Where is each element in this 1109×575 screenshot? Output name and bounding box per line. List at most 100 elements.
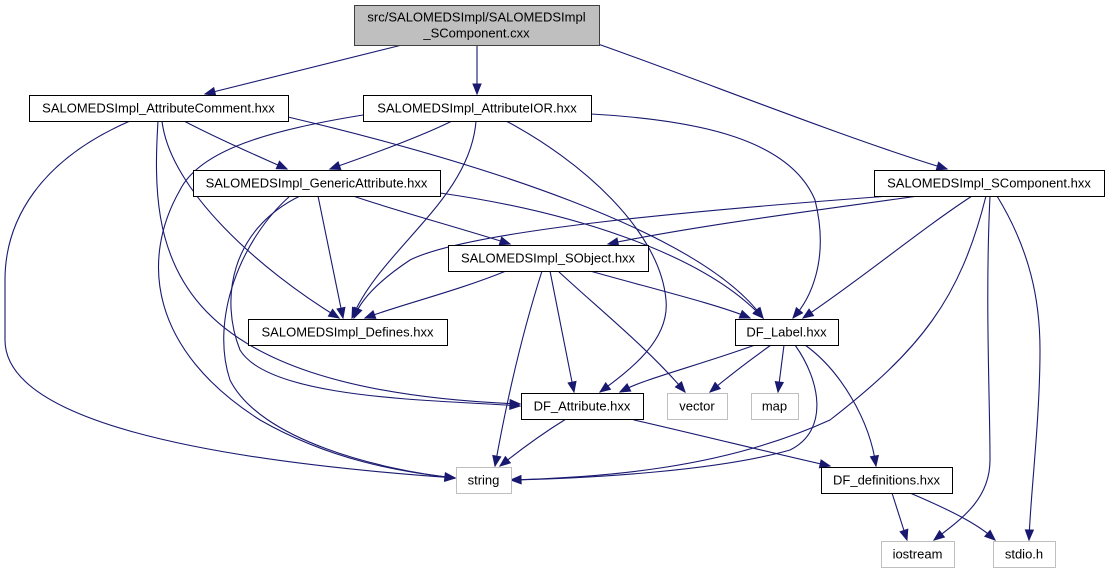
arrowhead-icon [935, 161, 949, 171]
edge-line [353, 195, 891, 319]
edge-line [510, 344, 818, 481]
edge-root-attrior [472, 45, 482, 96]
edge-scomponent-stdio [996, 195, 1041, 542]
arrowhead-icon [498, 455, 512, 467]
node-dfdefs[interactable]: DF_definitions.hxx [821, 467, 953, 494]
edge-line [352, 195, 511, 245]
edge-dfdefs-stdio [909, 492, 997, 541]
node-attrior[interactable]: SALOMEDSImpl_AttributeIOR.hxx [363, 95, 592, 122]
edge-line [996, 195, 1041, 541]
node-defines[interactable]: SALOMEDSImpl_Defines.hxx [248, 319, 448, 346]
node-box [363, 95, 592, 122]
arrowhead-icon [203, 86, 217, 97]
edge-sobject-defines [363, 270, 507, 319]
arrowhead-icon [353, 306, 363, 320]
node-vector[interactable]: vector [667, 393, 728, 420]
arrowhead-icon [792, 306, 804, 320]
arrowhead-icon [818, 459, 832, 469]
edge-line [223, 195, 456, 479]
arrowhead-icon [598, 381, 612, 393]
arrowhead-icon [983, 529, 997, 541]
node-box [881, 541, 955, 568]
edge-scomponent-defines [353, 195, 891, 320]
arrowhead-icon [492, 454, 502, 468]
edge-line [802, 195, 973, 319]
node-dfattr[interactable]: DF_Attribute.hxx [521, 393, 644, 420]
node-label: map [762, 399, 787, 414]
node-label: src/SALOMEDSImpl/SALOMEDSImpl [367, 10, 585, 25]
arrowhead-icon [899, 528, 909, 542]
edge-sobject-vector [557, 270, 686, 394]
node-string[interactable]: string [456, 467, 512, 494]
node-map[interactable]: map [751, 393, 799, 420]
arrowhead-icon [752, 307, 764, 319]
arrowhead-icon [801, 308, 815, 319]
arrowhead-icon [327, 308, 341, 319]
node-label: SALOMEDSImpl_Defines.hxx [262, 325, 434, 340]
node-label: stdio.h [1005, 547, 1043, 562]
node-root[interactable]: src/SALOMEDSImpl/SALOMEDSImpl_SComponent… [354, 5, 600, 46]
node-stdio[interactable]: stdio.h [993, 541, 1056, 568]
arrowhead-icon [444, 472, 457, 482]
node-attrcomment[interactable]: SALOMEDSImpl_AttributeComment.hxx [29, 95, 289, 122]
edge-dfattr-string [498, 418, 567, 467]
node-dflabel[interactable]: DF_Label.hxx [735, 319, 839, 346]
edge-line [329, 120, 453, 170]
edge-line [230, 195, 521, 407]
node-box [993, 541, 1056, 568]
edge-scomponent-dflabel [801, 195, 973, 319]
node-box [193, 170, 441, 197]
edge-dflabel-vector [708, 344, 772, 393]
edge-dfdefs-iostream [891, 492, 909, 542]
node-label: vector [679, 399, 715, 414]
edge-generic-string [223, 195, 457, 482]
node-label: iostream [893, 547, 943, 562]
edge-line [510, 195, 987, 481]
node-label: SALOMEDSImpl_AttributeIOR.hxx [377, 101, 577, 116]
edge-generic-dflabel [439, 192, 764, 319]
node-label: SALOMEDSImpl_SComponent.hxx [887, 176, 1091, 191]
edge-dflabel-dfattr [618, 344, 756, 393]
edge-line [557, 270, 686, 393]
edge-sobject-dfattr [549, 270, 577, 394]
edge-generic-defines [317, 195, 346, 320]
edge-root-attrcomment [203, 44, 403, 97]
arrowhead-icon [738, 309, 752, 319]
edge-attrcomment-dflabel [287, 116, 764, 320]
edge-line [909, 492, 996, 541]
edge-line [317, 195, 344, 319]
arrowhead-icon [567, 380, 577, 394]
edge-line [494, 270, 543, 467]
node-box [667, 393, 728, 420]
node-scomponent[interactable]: SALOMEDSImpl_SComponent.hxx [874, 170, 1105, 197]
edge-scomponent-sobject [606, 195, 919, 247]
edge-attrcomment-generic [183, 120, 289, 170]
edge-generic-dfattr [230, 195, 522, 410]
node-label: _SComponent.cxx [422, 26, 530, 41]
edge-line [161, 120, 340, 319]
edge-line [629, 418, 831, 467]
node-label: SALOMEDSImpl_SObject.hxx [461, 251, 636, 266]
node-label: DF_Label.hxx [746, 325, 827, 340]
node-box [521, 393, 644, 420]
node-box [735, 319, 839, 346]
edge-line [204, 44, 403, 95]
node-generic[interactable]: SALOMEDSImpl_GenericAttribute.hxx [193, 170, 441, 197]
edge-line [933, 195, 991, 541]
arrowhead-icon [275, 160, 289, 170]
edge-attrior-generic [328, 120, 453, 170]
arrowhead-icon [674, 380, 686, 394]
edge-sobject-string [492, 270, 543, 468]
edge-line [351, 120, 477, 319]
node-box [448, 245, 649, 272]
edge-line [4, 120, 456, 479]
node-sobject[interactable]: SALOMEDSImpl_SObject.hxx [448, 245, 649, 272]
arrowhead-icon [708, 381, 722, 393]
arrowhead-icon [509, 475, 522, 485]
arrowhead-icon [869, 454, 879, 468]
edge-attrcomment-defines [161, 120, 341, 319]
edge-line [804, 344, 877, 467]
node-iostream[interactable]: iostream [881, 541, 955, 568]
edge-attrior-dflabel [590, 113, 821, 320]
